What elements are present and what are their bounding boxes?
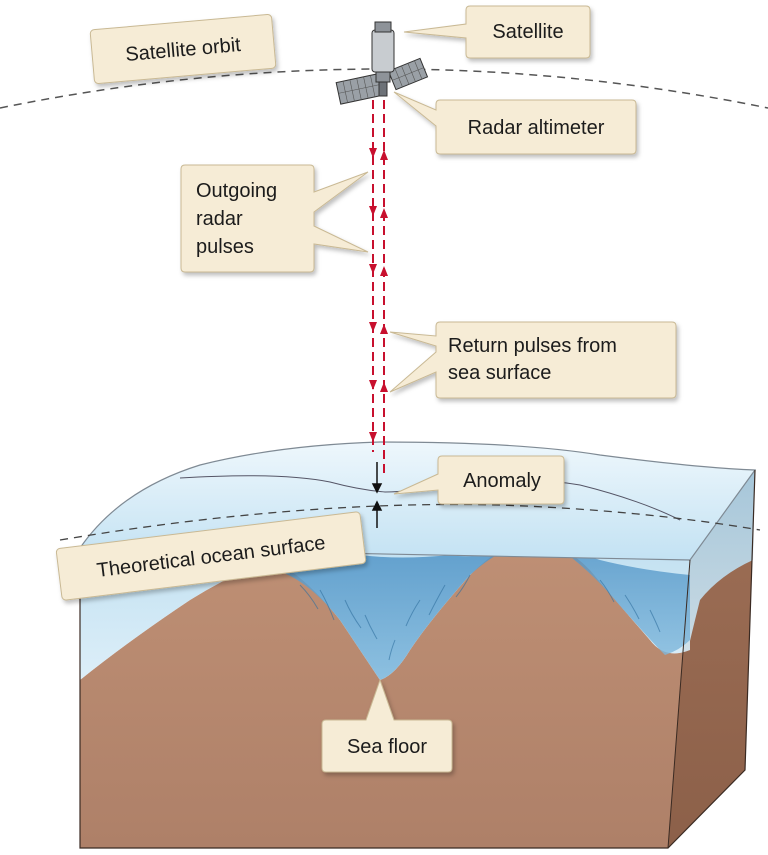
outgoing-arrowheads <box>369 148 377 442</box>
anomaly-callout: Anomaly <box>393 455 565 505</box>
svg-text:Return pulses from sea s: Return pulses from sea surface <box>448 335 623 384</box>
satellite-icon <box>335 21 429 105</box>
satellite-orbit-arc <box>0 68 768 109</box>
water-side-face <box>688 470 755 650</box>
seafloor-texture <box>299 574 661 661</box>
rock-front-face <box>80 535 690 848</box>
left-valley-water <box>262 545 520 680</box>
svg-text:Outgoing radar pul: Outgoing radar pulses <box>196 180 283 258</box>
satellite-label: Satellite <box>492 21 563 43</box>
ocean-block <box>59 441 761 849</box>
return-pulses-callout: Return pulses from sea surface <box>389 321 677 399</box>
outgoing-radar-pulses-line-1: Outgoing <box>196 180 277 202</box>
outgoing-radar-pulses-callout: Outgoing radar pulses <box>180 164 369 273</box>
return-pulses-line-1: Return pulses from <box>448 335 617 357</box>
outgoing-radar-pulses-line-2: radar <box>196 208 243 230</box>
satellite-orbit-callout: Satellite orbit <box>89 14 277 84</box>
radar-altimeter-callout: Radar altimeter <box>393 91 637 155</box>
return-arrowheads <box>380 150 388 392</box>
satellite-callout: Satellite <box>403 5 591 59</box>
theoretical-surface-line <box>59 503 761 541</box>
outgoing-radar-pulses-line-3: pulses <box>196 236 254 258</box>
right-valley-water <box>555 545 690 655</box>
sea-floor-callout: Sea floor <box>321 678 453 773</box>
sea-floor-label: Sea floor <box>347 736 427 758</box>
radar-altimeter-label: Radar altimeter <box>468 117 605 139</box>
radar-pulses <box>369 100 388 528</box>
theoretical-ocean-surface-callout: Theoretical ocean surface <box>55 511 367 601</box>
anomaly-label: Anomaly <box>463 470 541 492</box>
anomaly-arrows <box>371 462 383 528</box>
return-pulses-line-2: sea surface <box>448 362 551 384</box>
